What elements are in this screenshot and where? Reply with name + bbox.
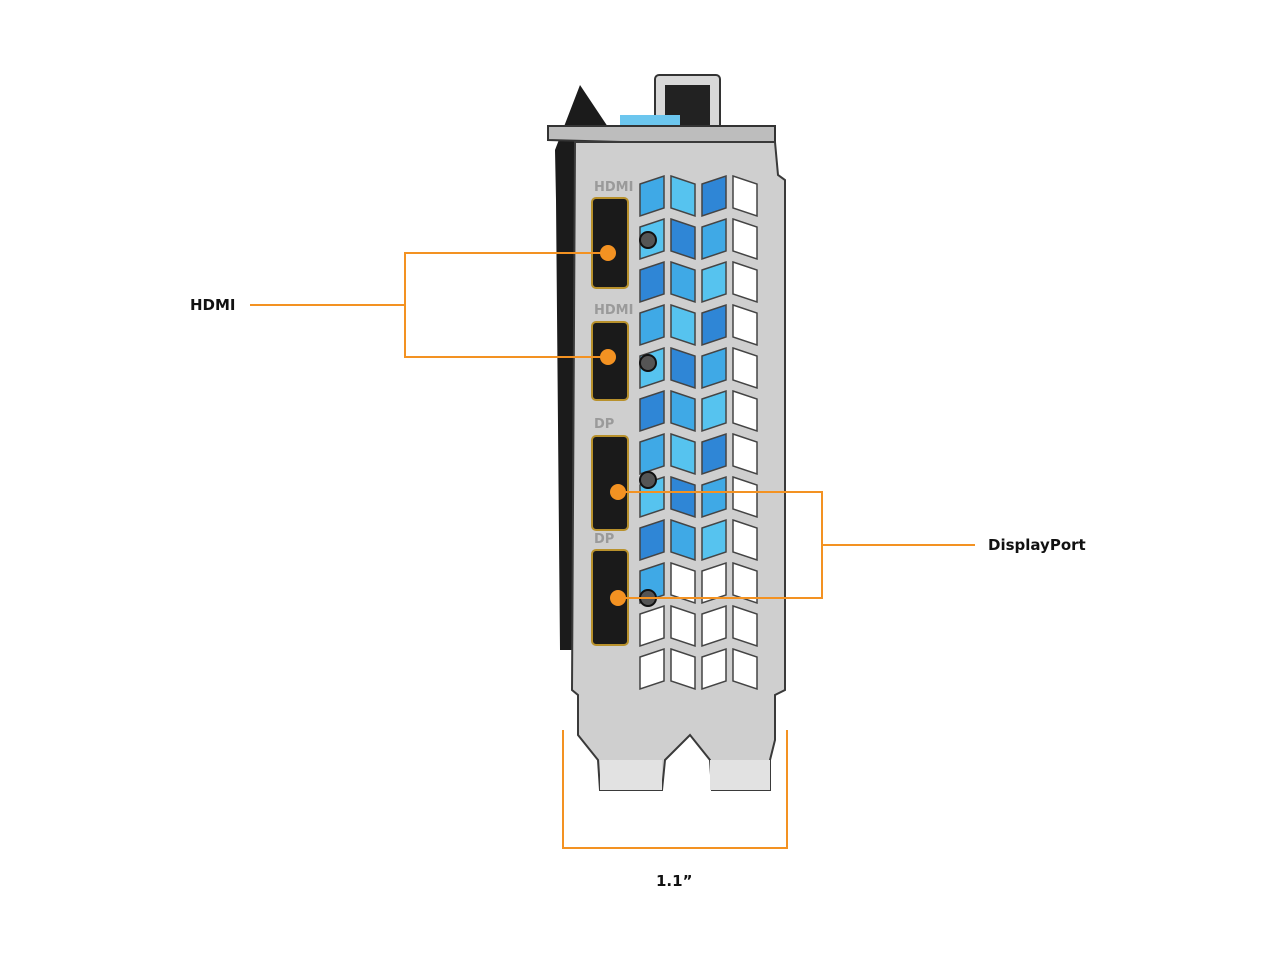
bracket-port-label: HDMI: [594, 303, 633, 318]
screw-icon: [639, 354, 657, 372]
bracket-port-label: HDMI: [594, 180, 633, 195]
bracket-port-label: DP: [594, 532, 614, 547]
vent-opening: [701, 346, 727, 390]
vent-opening: [670, 260, 696, 304]
vent-opening: [670, 561, 696, 605]
vent-grid: [639, 174, 758, 691]
vent-opening: [701, 604, 727, 648]
ports: HDMI HDMI DP DP: [591, 180, 657, 646]
vent-opening: [732, 217, 758, 261]
vent-opening: [732, 432, 758, 476]
vent-opening: [732, 475, 758, 519]
vent-opening: [701, 647, 727, 691]
callout-dots: [600, 245, 626, 606]
vent-opening: [732, 389, 758, 433]
tab-right: [710, 760, 770, 790]
vent-opening: [639, 389, 665, 433]
vent-opening: [670, 518, 696, 562]
vent-opening: [670, 346, 696, 390]
callout-lines: [250, 252, 975, 849]
dp-2-dot: [610, 590, 626, 606]
vent-opening: [670, 647, 696, 691]
vent-opening: [670, 475, 696, 519]
width-dimension-line: [562, 730, 788, 849]
width-dimension-label: 1.1”: [656, 872, 693, 890]
vent-opening: [701, 217, 727, 261]
vent-opening: [670, 604, 696, 648]
vent-opening: [701, 475, 727, 519]
vent-opening: [639, 174, 665, 218]
displayport-port: [591, 435, 629, 531]
vent-opening: [701, 174, 727, 218]
hdmi-callout-label: HDMI: [190, 296, 236, 314]
hdmi-2-dot: [600, 349, 616, 365]
vent-opening: [732, 303, 758, 347]
screw-icon: [639, 231, 657, 249]
vent-opening: [701, 389, 727, 433]
vent-opening: [732, 260, 758, 304]
hdmi-1-dot: [600, 245, 616, 261]
vent-opening: [639, 432, 665, 476]
vent-opening: [701, 561, 727, 605]
vent-opening: [732, 346, 758, 390]
screw-icon: [639, 471, 657, 489]
vent-opening: [670, 303, 696, 347]
vent-opening: [732, 518, 758, 562]
vent-opening: [670, 217, 696, 261]
vent-opening: [701, 260, 727, 304]
vent-opening: [639, 604, 665, 648]
vent-opening: [639, 518, 665, 562]
tab-left: [600, 760, 662, 790]
vent-opening: [732, 647, 758, 691]
displayport-callout-label: DisplayPort: [988, 536, 1086, 554]
bracket-port-label: DP: [594, 417, 614, 432]
vent-opening: [701, 518, 727, 562]
hdmi-bracket-line: [404, 252, 608, 358]
vent-opening: [639, 260, 665, 304]
dp-1-dot: [610, 484, 626, 500]
vent-opening: [732, 174, 758, 218]
hdmi-port: [591, 197, 629, 289]
vent-opening: [701, 432, 727, 476]
vent-opening: [670, 432, 696, 476]
vent-opening: [670, 389, 696, 433]
vent-opening: [639, 303, 665, 347]
vent-opening: [701, 303, 727, 347]
vent-opening: [670, 174, 696, 218]
vent-opening: [732, 604, 758, 648]
vent-opening: [639, 647, 665, 691]
vent-opening: [732, 561, 758, 605]
